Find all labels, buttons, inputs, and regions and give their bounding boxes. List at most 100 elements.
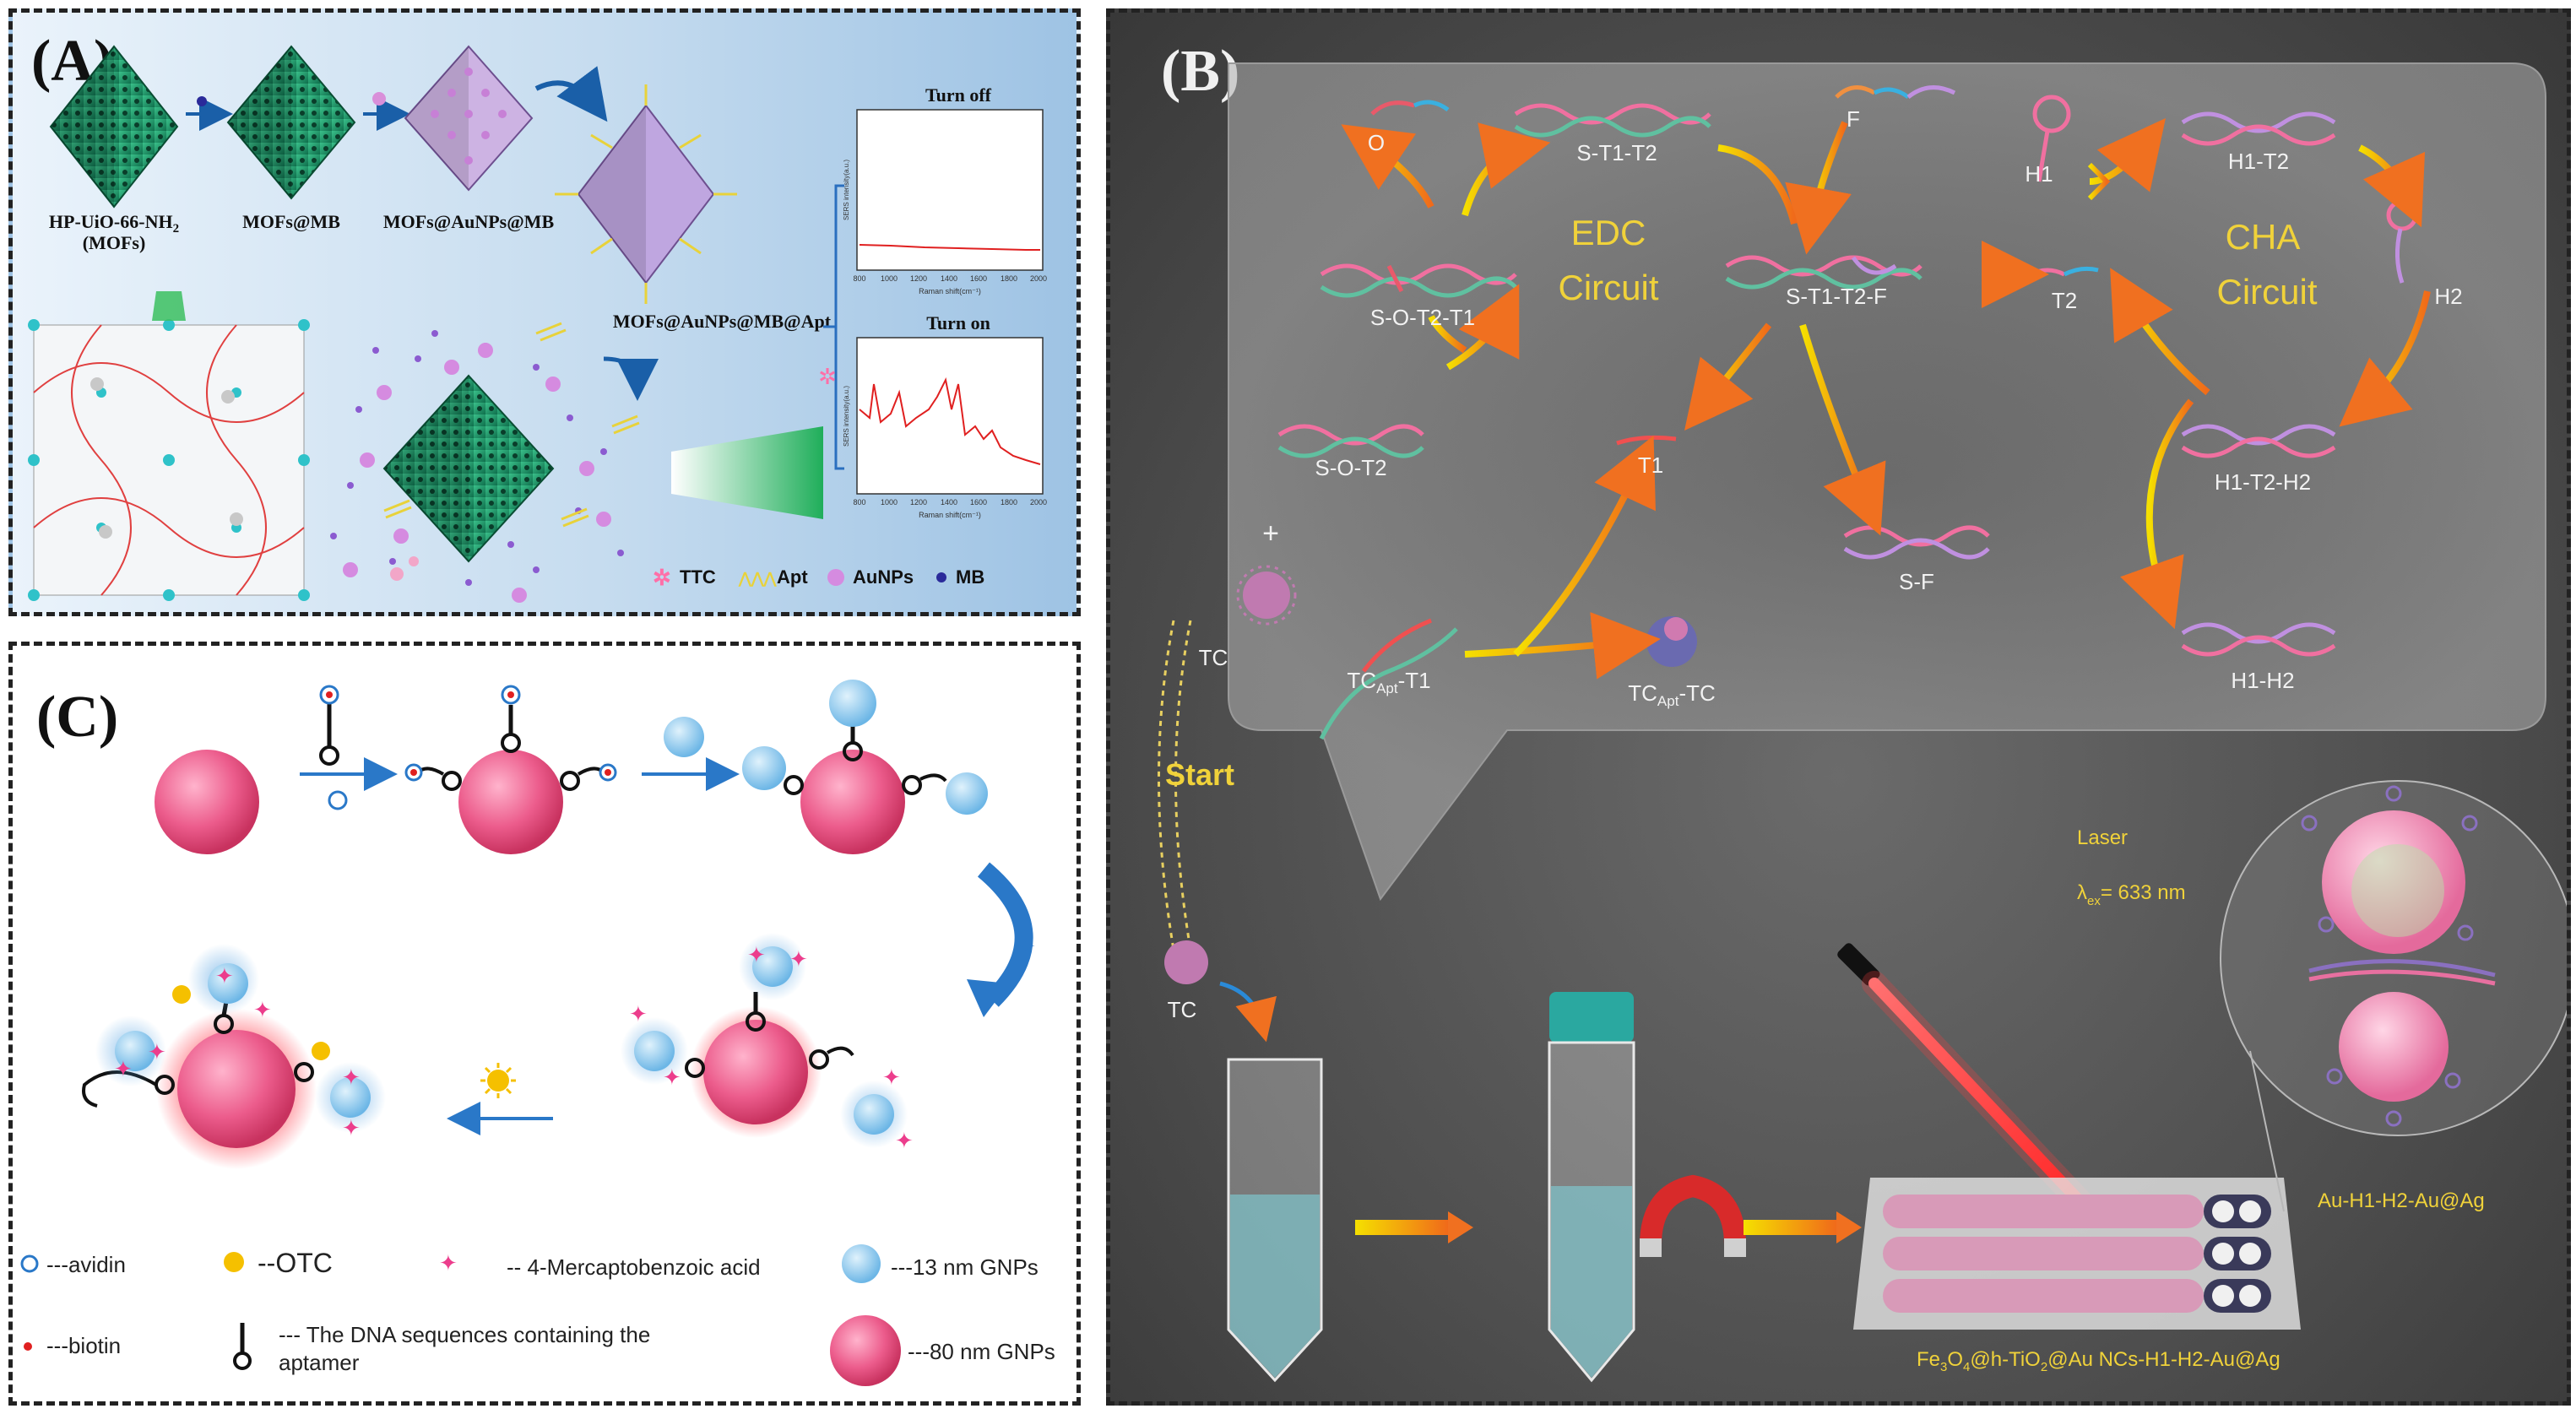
- gnp-assembled: [742, 680, 988, 854]
- tc-virus-icon: [1236, 565, 1297, 626]
- aunp-dot: [372, 92, 386, 106]
- x-tick: 1800: [1001, 498, 1017, 507]
- panel-a-legend: ✲ TTC ⋀⋀⋀ Apt AuNPs MB: [653, 565, 984, 590]
- zoom-beam: [152, 291, 186, 321]
- strand-label: T2: [2052, 288, 2077, 313]
- svg-text:✦: ✦: [895, 1128, 914, 1153]
- tc-label: TC: [1168, 997, 1197, 1022]
- svg-text:✦: ✦: [629, 1001, 648, 1027]
- mb-icon: [936, 572, 946, 582]
- legend-ttc: TTC: [680, 566, 716, 588]
- avidin-icon: [328, 790, 348, 810]
- signal-beam: [671, 426, 823, 519]
- legend-otc: --OTC: [258, 1248, 333, 1278]
- svg-text:CHA: CHA: [2226, 217, 2301, 257]
- mixing-arrow: [1744, 1211, 1862, 1243]
- mofs-name-abbr: (MOFs): [83, 232, 146, 253]
- mixing-arrow: [1355, 1211, 1473, 1243]
- avidin-icon: [20, 1254, 39, 1273]
- wavelength-label: λex= 633 nm: [2077, 881, 2186, 908]
- gnp-otc-bound: ✦ ✦ ✦ ✦ ✦ ✦: [82, 944, 386, 1169]
- svg-text:✦: ✦: [253, 997, 272, 1022]
- otc-icon: [224, 1252, 244, 1272]
- turn-off-title: Turn off: [925, 84, 992, 106]
- mofs-aunps-mb-octahedron: [404, 45, 534, 192]
- mofs-mb-label: MOFs@MB: [242, 211, 340, 232]
- strand-label: H1: [2025, 161, 2053, 187]
- svg-text:✦: ✦: [342, 1115, 361, 1140]
- gnp-80nm: [155, 750, 259, 854]
- aunps-icon: [827, 569, 844, 586]
- svg-text:✦: ✦: [148, 1039, 166, 1065]
- svg-text:✦: ✦: [663, 1065, 681, 1090]
- turn-on-y-label: SERS intensity(a.u.): [843, 386, 850, 447]
- dna-probe-icon: [233, 1323, 252, 1370]
- strand-label: F: [1847, 106, 1860, 132]
- x-tick: 1000: [881, 274, 898, 283]
- x-tick: 1600: [970, 274, 987, 283]
- biotin-icon: [24, 1342, 32, 1351]
- strand-label: S-T1-T2: [1576, 140, 1657, 165]
- edc-circuit-title: EDC Circuit: [1558, 213, 1658, 307]
- gnp-with-probes: [404, 685, 617, 854]
- turn-on-title: Turn on: [926, 312, 990, 333]
- tc-apt-tc-icon: [1646, 616, 1697, 667]
- x-tick: 1400: [941, 274, 957, 283]
- legend-13nm: ---13 nm GNPs: [891, 1254, 1039, 1280]
- x-tick: 1600: [970, 498, 987, 507]
- legend-mba: -- 4-Mercaptobenzoic acid: [507, 1254, 761, 1280]
- mofs-aunps-mb-label: MOFs@AuNPs@MB: [383, 211, 555, 232]
- panel-a-scheme: HP-UiO-66-NH2 (MOFs) MOFs@MB MOFs@AuNPs@…: [28, 45, 1047, 603]
- panel-b-label: (B): [1161, 39, 1240, 104]
- legend-dna-1: --- The DNA sequences containing the: [279, 1322, 650, 1347]
- svg-text:✦: ✦: [114, 1056, 133, 1081]
- legend-mb: MB: [956, 566, 984, 588]
- otc-icon: [480, 1063, 516, 1098]
- add-arrow: [1219, 981, 1277, 1043]
- svg-text:✦: ✦: [215, 963, 234, 989]
- panel-c-label: (C): [36, 685, 119, 750]
- mofs-aunps-mb-apt-octahedron: [555, 84, 737, 304]
- legend-biotin: ---biotin: [46, 1333, 121, 1358]
- curved-arrow: [534, 66, 608, 122]
- start-label: Start: [1165, 757, 1234, 792]
- panel-c-scheme: ✦ ✦ ✦ ✦ ✦ ✦ ✦: [20, 680, 1055, 1386]
- panel-b-scheme: EDC Circuit CHA Circuit O S-T1-T2 F S-O-…: [1158, 62, 2567, 1383]
- mb-dot: [197, 96, 207, 106]
- probe-nanoparticles: [2301, 785, 2496, 1127]
- scheme-bubble: [1228, 62, 2546, 902]
- capped-tube: [1548, 992, 1635, 1383]
- svg-text:✦: ✦: [789, 946, 808, 972]
- svg-text:Circuit: Circuit: [1558, 268, 1658, 307]
- bracket: [823, 184, 844, 470]
- x-tick: 800: [853, 498, 865, 507]
- legend-avidin: ---avidin: [46, 1252, 126, 1277]
- mof-lattice: [28, 319, 310, 601]
- apt-icon: ⋀⋀⋀: [738, 570, 778, 587]
- legend-aunps: AuNPs: [853, 566, 914, 588]
- ttc-icon: ✲: [653, 565, 671, 590]
- gnp-80nm-icon: [830, 1315, 901, 1386]
- tc-apt-tc-label: TCApt-TC: [1628, 680, 1716, 709]
- legend-apt: Apt: [777, 566, 808, 588]
- start-path: [1158, 620, 1175, 951]
- tc-apt-t1-label: TCApt-T1: [1347, 668, 1430, 696]
- sers-substrate: [1853, 1178, 2301, 1330]
- magnet-icon: [1640, 1174, 1746, 1257]
- mofs-name: HP-UiO-66-NH2: [49, 211, 179, 236]
- x-tick: 2000: [1030, 498, 1047, 507]
- svg-text:✦: ✦: [882, 1065, 901, 1090]
- svg-text:✦: ✦: [747, 942, 766, 967]
- strand-label: O: [1368, 130, 1385, 155]
- legend-dna-2: aptamer: [279, 1350, 360, 1375]
- laser-beam: [1837, 943, 2094, 1216]
- svg-text:✦: ✦: [342, 1065, 361, 1090]
- turn-off-x-label: Raman shift(cm⁻¹): [919, 287, 981, 295]
- panel-b: (B): [1106, 8, 2571, 1406]
- dna-probe-icon: [319, 685, 339, 766]
- x-tick: 800: [853, 274, 865, 283]
- reaction-arrows: [1341, 118, 2431, 680]
- sensing-mof: [330, 322, 640, 603]
- dna-strands: [1277, 85, 2418, 740]
- strand-label: S-O-T2: [1315, 455, 1386, 480]
